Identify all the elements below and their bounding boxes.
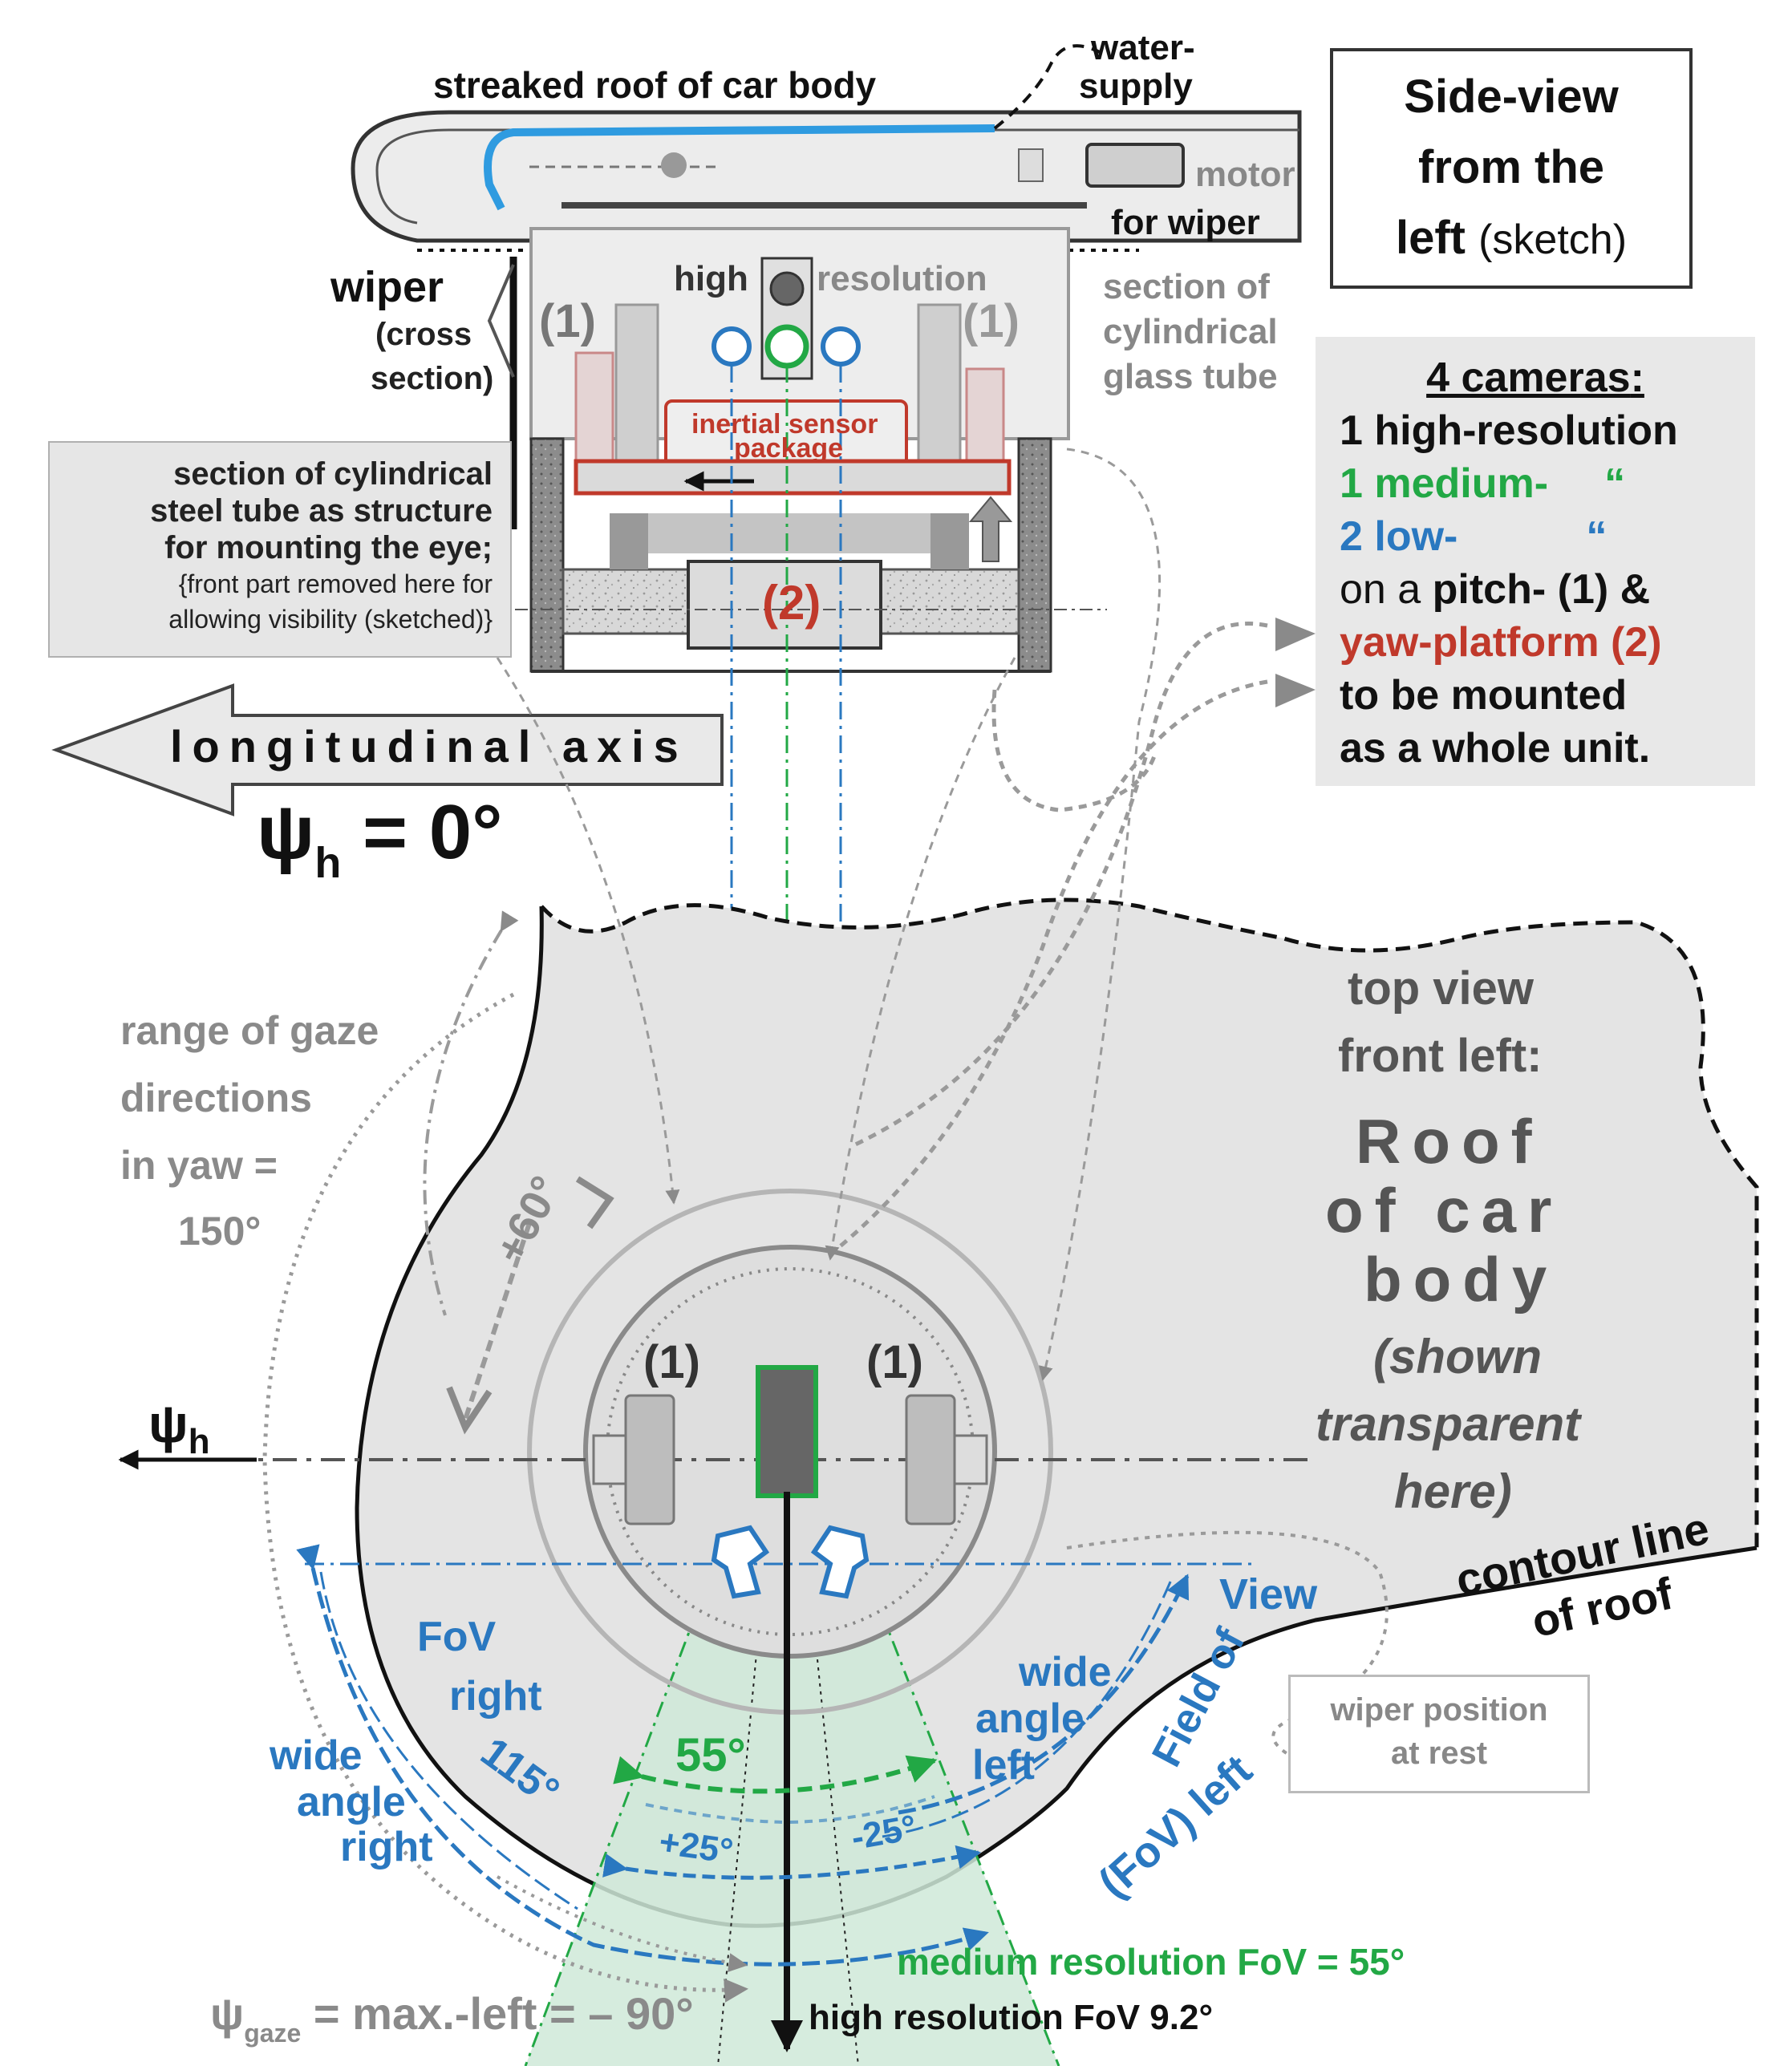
longitudinal-axis-label: longitudinal axis [170,721,688,772]
side-view-title-2: from the [1418,141,1604,193]
side-view-title-box: Side-view from the left (sketch) [1330,48,1693,289]
top-pitch-right: (1) [866,1336,923,1388]
steel-label-3: for mounting the eye; [164,530,493,565]
water-supply-label-1: water- [1090,28,1195,67]
medium-fov-label: medium resolution FoV = 55° [897,1941,1405,1983]
resolution-label: resolution [817,259,987,298]
steel-label-5: allowing visibility (sketched)} [168,605,493,634]
side-view-group [351,44,1302,673]
motor-label-1: motor [1195,155,1295,194]
glass-label-2: cylindrical [1103,312,1278,351]
glass-label-3: glass tube [1103,357,1278,396]
gaze-psi-label: ψgaze = max.-left = – 90° [210,1988,694,2048]
cameras-info-box: 4 cameras: 1 high-resolution 1 medium-“ … [1316,337,1755,786]
roof-title-3: body [1364,1244,1558,1315]
fov-right-label-1: FoV [417,1614,497,1660]
cameras-line-6: to be mounted [1340,672,1628,719]
gaze-label-1: range of gaze [120,1008,379,1053]
motor-shape [1085,143,1185,188]
wide-right-label-3: right [340,1824,433,1870]
wiper-label-2: (cross [375,317,472,352]
inertial-label-1: inertial sensor [691,409,878,440]
fov-right-label-2: right [449,1673,542,1720]
wide-left-label-3: left [972,1742,1035,1789]
steel-tube-info-box: section of cylindrical steel tube as str… [48,441,512,658]
high-label: high [674,259,748,298]
cameras-line-2: 1 medium-“ [1340,460,1626,507]
roof-title-2: of car [1325,1175,1563,1246]
steel-label-1: section of cylindrical [173,456,493,492]
wiper-rest-label-2: at rest [1390,1736,1488,1771]
yaw-label: (2) [762,576,821,630]
pitch-label-left: (1) [539,295,596,347]
roof-title-1: Roof [1356,1106,1543,1177]
water-supply-line [484,124,995,211]
wide-left-label-2: angle [975,1695,1085,1742]
gaze-label-3: in yaw = [120,1143,278,1188]
water-supply-label-2: supply [1079,67,1193,106]
deg55-label: 55° [675,1729,746,1781]
wide-right-label-2: angle [297,1779,406,1825]
shown-label-3: here) [1394,1464,1512,1518]
psi-h-label: ψh = 0° [257,789,503,887]
cameras-line-5: yaw-platform (2) [1340,619,1662,666]
wide-left-label-1: wide [1018,1649,1112,1695]
cameras-line-4: on a pitch- (1) & [1340,566,1651,613]
yaw-platform [687,560,882,650]
wiper-label-1: wiper [330,263,444,311]
longitudinal-axis-arrow [51,683,724,816]
top-pitch-left: (1) [643,1336,700,1388]
cameras-title: 4 cameras: [1426,354,1644,401]
motor-label-2: for wiper [1111,203,1260,242]
wiper-rest-box: wiper position at rest [1288,1675,1590,1793]
top-view-label-1: top view [1348,962,1535,1015]
wide-right-label-1: wide [269,1732,363,1779]
psi-h-top-label: ψh [148,1394,210,1461]
glass-label-1: section of [1103,267,1270,306]
shown-label-1: (shown [1373,1330,1542,1383]
side-view-title-1: Side-view [1404,71,1619,123]
steel-label-4: {front part removed here for [178,569,493,598]
top-view-label-2: front left: [1338,1030,1543,1082]
inertial-label-2: package [734,433,843,464]
steel-tube [529,437,565,673]
wiper-label-3: section) [371,361,493,396]
side-view-title-3: left (sketch) [1395,212,1628,264]
wiper-rest-label-1: wiper position [1330,1692,1548,1728]
high-fov-label: high resolution FoV 9.2° [809,1998,1213,2037]
cameras-line-1: 1 high-resolution [1340,407,1678,454]
roof-label: streaked roof of car body [433,64,877,106]
steel-label-2: steel tube as structure [150,493,493,529]
cameras-line-3: 2 low-“ [1340,513,1608,560]
cameras-line-7: as a whole unit. [1340,725,1651,772]
gaze-label-2: directions [120,1076,312,1120]
view-label: View [1219,1570,1318,1618]
shown-label-2: transparent [1316,1397,1583,1451]
pitch-label-right: (1) [963,295,1020,347]
high-res-camera-top [756,1365,818,1498]
gaze-range-arc [262,992,748,2003]
top-view-group [118,448,1759,2066]
gaze-label-4: 150° [178,1209,261,1254]
